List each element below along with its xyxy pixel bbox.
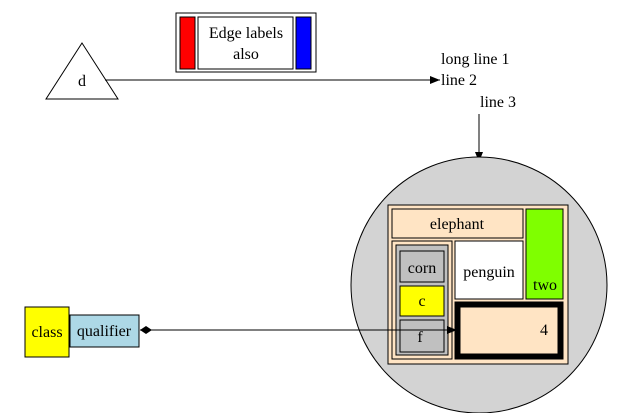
node-d-label: d bbox=[78, 73, 86, 90]
qualifier-label: qualifier bbox=[77, 323, 132, 340]
blue-bar bbox=[295, 16, 312, 70]
triangle-shape bbox=[45, 42, 119, 100]
red-bar bbox=[179, 16, 196, 70]
edge-label-line-1: Edge labels bbox=[209, 25, 283, 42]
elephant-label: elephant bbox=[430, 216, 485, 233]
two-cell bbox=[525, 208, 564, 300]
long-line-1-label: long line 1 bbox=[441, 51, 509, 68]
penguin-cell bbox=[454, 240, 524, 300]
edge-label-line-2: also bbox=[233, 46, 259, 63]
class-label: class bbox=[31, 324, 62, 341]
corn-label: corn bbox=[408, 260, 436, 277]
class-cell bbox=[24, 306, 70, 358]
four-cell bbox=[459, 306, 559, 355]
penguin-label: penguin bbox=[463, 264, 515, 281]
elephant-cell bbox=[391, 208, 524, 239]
node-d[interactable]: d bbox=[45, 42, 119, 100]
edge-label-text: long line 1 line 2 line 3 bbox=[441, 51, 516, 111]
circle-record-node[interactable]: elephant two corn c f penguin 4 bbox=[350, 156, 608, 413]
c-cell bbox=[399, 285, 445, 317]
line-3-label: line 3 bbox=[480, 94, 516, 111]
line-2-label: line 2 bbox=[441, 72, 477, 89]
edge-label-box[interactable]: Edge labels also bbox=[175, 12, 317, 73]
four-label: 4 bbox=[540, 322, 548, 339]
c-label: c bbox=[418, 293, 425, 310]
f-label: f bbox=[417, 329, 423, 346]
class-qualifier-node[interactable]: class qualifier bbox=[24, 306, 140, 358]
edge-label-text-cell bbox=[197, 16, 294, 70]
qualifier-cell bbox=[69, 314, 140, 348]
corn-cell bbox=[399, 250, 445, 283]
two-label: two bbox=[533, 277, 557, 294]
f-cell bbox=[399, 319, 445, 353]
